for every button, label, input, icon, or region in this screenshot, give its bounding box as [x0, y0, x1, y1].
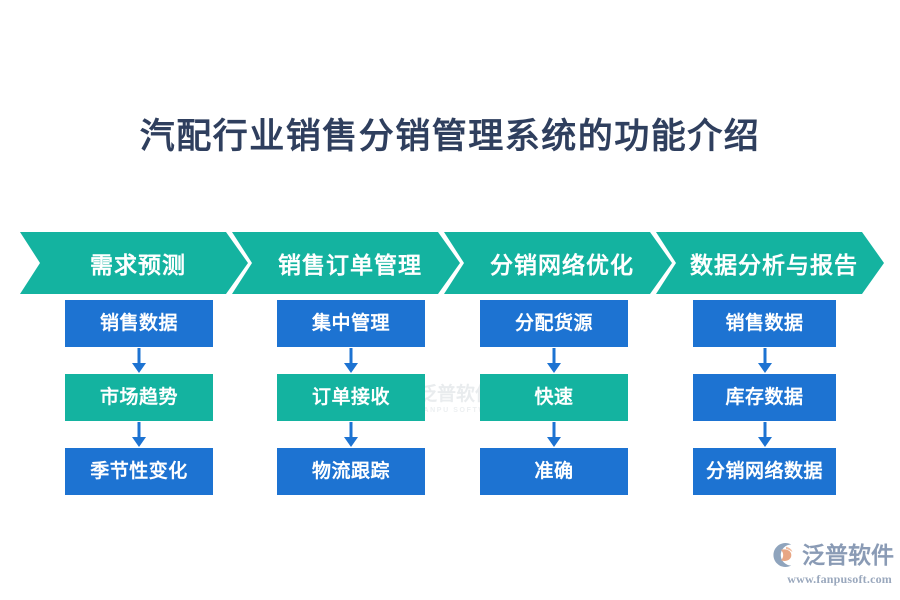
- brand-logo[interactable]: 泛普软件 www.fanpusoft.com: [768, 540, 894, 586]
- feature-node-2-3-label: 物流跟踪: [311, 461, 390, 482]
- feature-node-3-3-label: 准确: [534, 461, 574, 482]
- feature-node-4-1[interactable]: 销售数据: [693, 300, 836, 347]
- feature-node-1-3[interactable]: 季节性变化: [65, 448, 213, 495]
- feature-node-1-2-label: 市场趋势: [99, 387, 178, 408]
- chevron-step-4[interactable]: 数据分析与报告: [656, 232, 884, 294]
- feature-node-2-2-label: 订单接收: [311, 387, 390, 408]
- feature-node-2-2[interactable]: 订单接收: [277, 374, 425, 421]
- feature-node-3-1-label: 分配货源: [514, 313, 593, 334]
- feature-node-3-2[interactable]: 快速: [480, 374, 628, 421]
- feature-node-1-3-label: 季节性变化: [90, 461, 188, 482]
- feature-node-1-2[interactable]: 市场趋势: [65, 374, 213, 421]
- arrow-down-icon: [480, 421, 628, 448]
- feature-node-4-3[interactable]: 分销网络数据: [693, 448, 836, 495]
- feature-columns: 销售数据 市场趋势 季节性变化: [0, 300, 900, 500]
- chevron-step-4-label: 数据分析与报告: [690, 253, 858, 278]
- chevron-step-1[interactable]: 需求预测: [20, 232, 248, 294]
- feature-node-4-3-label: 分销网络数据: [705, 461, 823, 482]
- feature-node-4-2-label: 库存数据: [725, 387, 804, 408]
- chevron-step-3-label: 分销网络优化: [490, 253, 634, 278]
- arrow-down-icon: [65, 421, 213, 448]
- fanpu-logo-icon: [768, 540, 798, 570]
- feature-node-3-1[interactable]: 分配货源: [480, 300, 628, 347]
- feature-node-3-3[interactable]: 准确: [480, 448, 628, 495]
- brand-logo-row: 泛普软件: [768, 540, 894, 570]
- arrow-down-icon: [65, 347, 213, 374]
- chevron-step-1-label: 需求预测: [90, 253, 186, 278]
- page-title: 汽配行业销售分销管理系统的功能介绍: [139, 117, 761, 156]
- brand-logo-cn: 泛普软件: [802, 542, 894, 568]
- feature-column-1: 销售数据 市场趋势 季节性变化: [65, 300, 213, 495]
- arrow-down-icon: [693, 421, 836, 448]
- chevron-step-2-label: 销售订单管理: [278, 253, 422, 278]
- feature-column-4: 销售数据 库存数据 分销网络数据: [693, 300, 836, 495]
- feature-node-1-1[interactable]: 销售数据: [65, 300, 213, 347]
- feature-node-2-1[interactable]: 集中管理: [277, 300, 425, 347]
- feature-node-4-1-label: 销售数据: [725, 313, 804, 334]
- feature-column-3: 分配货源 快速 准确: [480, 300, 628, 495]
- process-chevron-banner: 需求预测 销售订单管理 分销网络优化 数据分析与报告: [0, 232, 900, 294]
- feature-column-2: 集中管理 订单接收 物流跟踪: [277, 300, 425, 495]
- feature-node-2-1-label: 集中管理: [311, 313, 390, 334]
- feature-node-2-3[interactable]: 物流跟踪: [277, 448, 425, 495]
- feature-node-1-1-label: 销售数据: [99, 313, 178, 334]
- arrow-down-icon: [277, 347, 425, 374]
- arrow-down-icon: [480, 347, 628, 374]
- arrow-down-icon: [277, 421, 425, 448]
- chevron-step-3[interactable]: 分销网络优化: [444, 232, 672, 294]
- arrow-down-icon: [693, 347, 836, 374]
- feature-node-3-2-label: 快速: [534, 387, 574, 408]
- chevron-step-2[interactable]: 销售订单管理: [232, 232, 460, 294]
- brand-logo-url: www.fanpusoft.com: [787, 572, 892, 586]
- feature-node-4-2[interactable]: 库存数据: [693, 374, 836, 421]
